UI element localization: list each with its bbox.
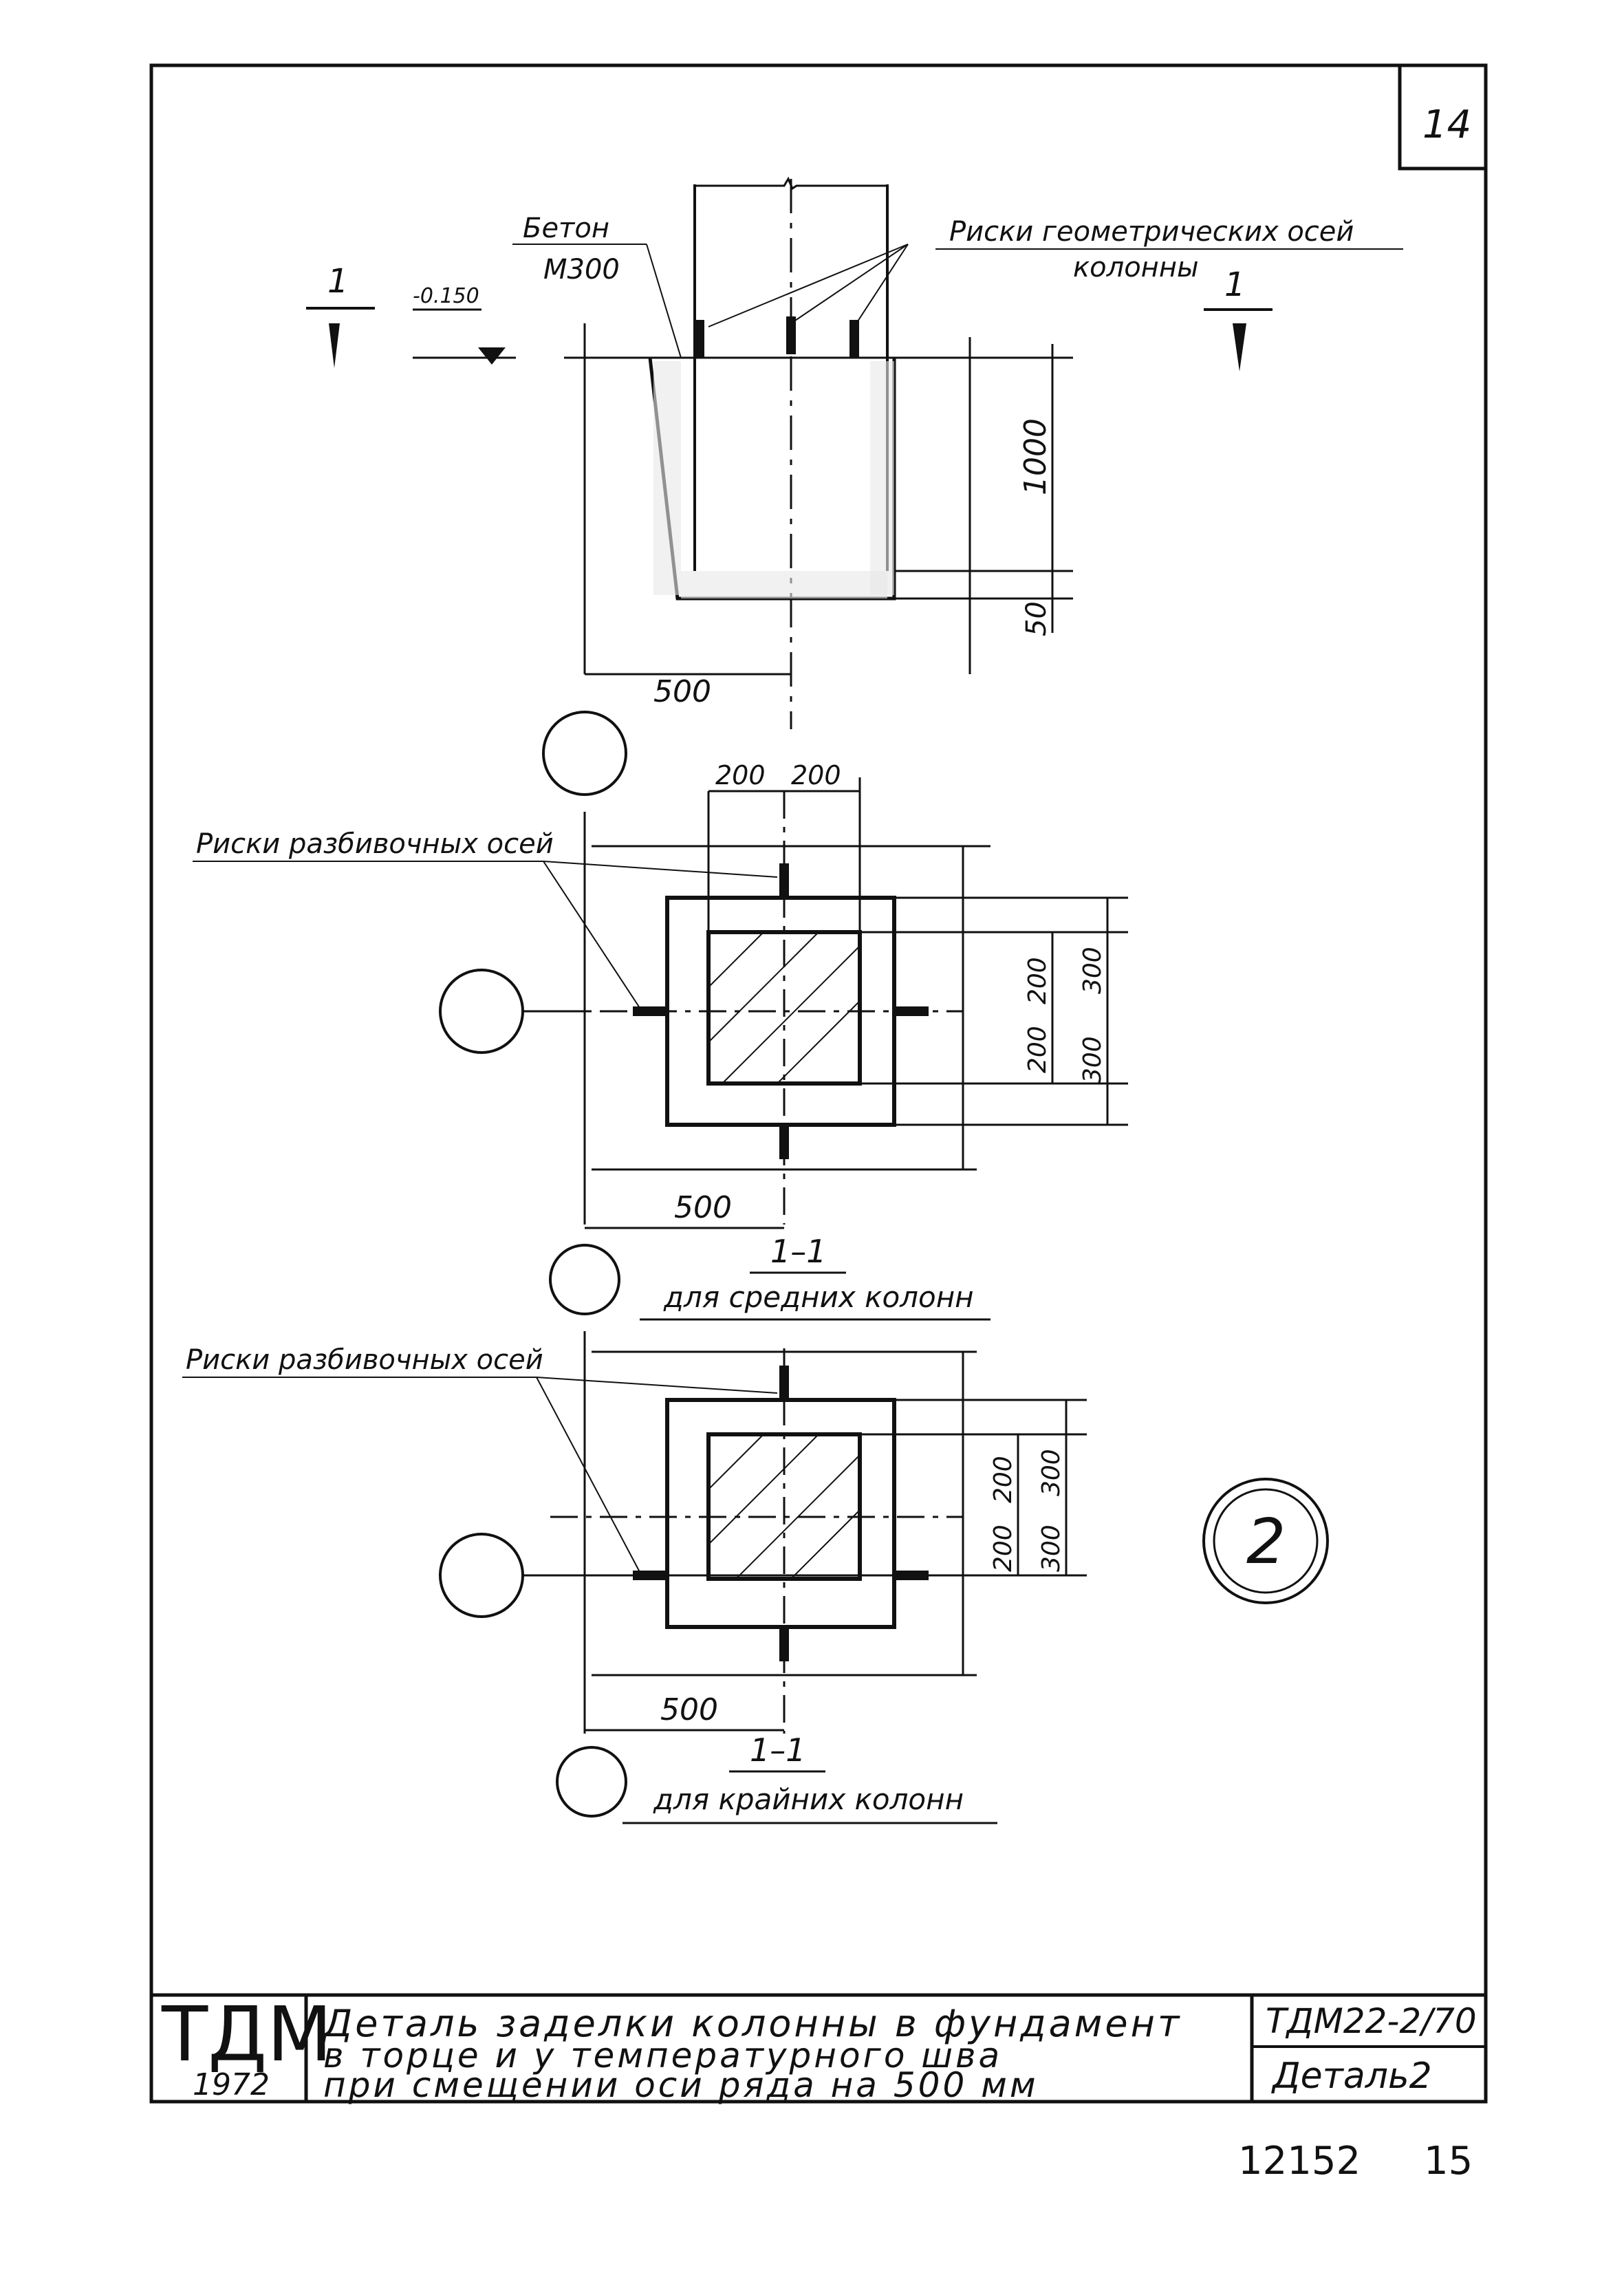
bot-section-mark: 1–1 (750, 1732, 806, 1769)
dim-bot-v1: 200 (989, 1456, 1017, 1503)
sheet-number: 14 (1422, 103, 1471, 147)
title-desc-1: Деталь заделки колонны в фундамент (322, 2002, 1182, 2045)
dim-mid-v1: 200 (1024, 957, 1052, 1004)
mid-column (706, 930, 862, 1086)
bot-section-caption: для крайних колонн (653, 1782, 964, 1816)
dim-mid-v4: 300 (1079, 1036, 1107, 1083)
axis-bubble-top (542, 711, 627, 796)
dim-mid-offset: 500 (674, 1190, 732, 1225)
cut-label-left: 1 (327, 262, 349, 301)
title-code: ТДМ22-2/70 (1266, 2001, 1477, 2041)
geom-axes-label-1: Риски геометрических осей (949, 216, 1354, 248)
dim-top-offset: 500 (653, 674, 711, 709)
concrete-label-2: М300 (543, 254, 620, 285)
foundation-cup (648, 357, 896, 601)
dim-top-depth: 1000 (1018, 418, 1053, 495)
bot-column (706, 1432, 862, 1581)
dim-bot-v4: 300 (1037, 1524, 1065, 1572)
bot-plan: 200 200 300 300 500 Риски разбивочных ос… (182, 1331, 1087, 1824)
axis-bubble-mid-bottom (549, 1244, 620, 1315)
layout-axes-label-2: Риски разбивочных осей (186, 1344, 543, 1376)
dim-top-bottom: 50 (1021, 601, 1052, 636)
page-number: 15 (1424, 2139, 1473, 2184)
title-desc-3: при смещении оси ряда на 500 мм (323, 2065, 1039, 2105)
archive-number: 12152 (1238, 2139, 1361, 2184)
mid-section-caption: для средних колонн (663, 1280, 974, 1314)
title-desc-2: в торце и у температурного шва (323, 2036, 1002, 2075)
dim-mid-half-b: 200 (791, 760, 841, 790)
dim-bot-v3: 300 (1037, 1449, 1065, 1496)
detail-number: 2 (1246, 1506, 1286, 1578)
concrete-label-1: Бетон (523, 213, 609, 244)
layout-axes-label-1: Риски разбивочных осей (196, 828, 554, 860)
axis-bubble-bot-bottom (556, 1746, 627, 1818)
detail-number-badge: 2 (1202, 1478, 1329, 1604)
mid-plan: 200 200 200 200 300 300 500 Риски разбив… (193, 760, 1128, 1321)
top-section: 1000 50 500 -0.150 1 1 Бетон М300 Риски … (306, 176, 1403, 796)
cut-label-right: 1 (1224, 266, 1246, 304)
geom-axes-label-2: колонны (1073, 252, 1199, 283)
title-org: ТДМ (161, 1990, 332, 2078)
dim-mid-v2: 200 (1024, 1026, 1052, 1073)
axis-bubble-bot-left (439, 1533, 524, 1618)
dim-mid-half-a: 200 (715, 760, 766, 790)
dim-mid-v3: 300 (1079, 947, 1107, 994)
mid-section-mark: 1–1 (770, 1233, 827, 1270)
sheet-frame (149, 63, 1488, 2104)
title-detail: Деталь2 (1271, 2056, 1432, 2097)
axis-bubble-mid-left (439, 969, 524, 1054)
dim-bot-v2: 200 (989, 1524, 1017, 1572)
level-label: -0.150 (413, 284, 479, 308)
sheet-number-box (1398, 65, 1486, 171)
dim-bot-offset: 500 (660, 1692, 718, 1727)
title-year: 1972 (193, 2067, 270, 2102)
title-block: ТДМ 1972 Деталь заделки колонны в фундам… (151, 1990, 1486, 2105)
